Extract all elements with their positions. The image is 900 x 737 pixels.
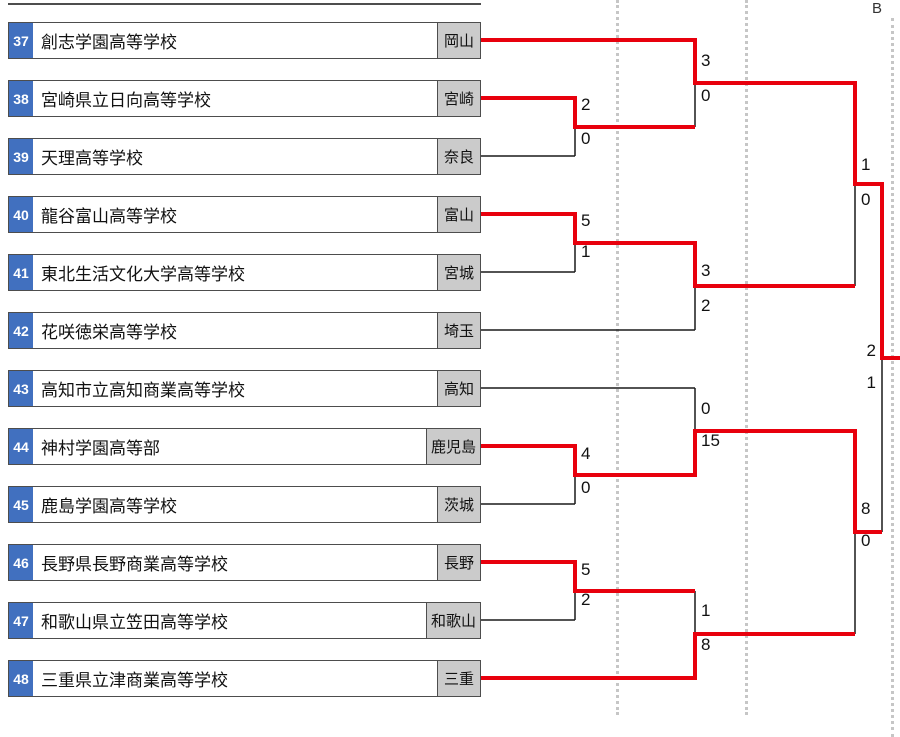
team-name: 神村学園高等部 <box>33 429 426 464</box>
round-separator <box>891 18 894 737</box>
prefecture-label: 岡山 <box>437 23 480 58</box>
previous-entry-edge <box>8 0 481 5</box>
prefecture-label: 宮城 <box>437 255 480 290</box>
block-label: B <box>872 0 883 17</box>
prefecture-label: 三重 <box>437 661 480 696</box>
seed-badge: 47 <box>9 603 33 638</box>
match-score: 5 <box>581 211 591 230</box>
seed-badge: 46 <box>9 545 33 580</box>
winner-lines <box>481 38 900 680</box>
match-score: 2 <box>866 341 876 360</box>
match-score: 0 <box>581 478 591 497</box>
match-score: 0 <box>861 190 871 209</box>
team-name: 龍谷富山高等学校 <box>33 197 437 232</box>
team-row: 41 東北生活文化大学高等学校 宮城 <box>8 254 481 291</box>
seed-badge: 42 <box>9 313 33 348</box>
seed-badge: 40 <box>9 197 33 232</box>
team-row: 48 三重県立津商業高等学校 三重 <box>8 660 481 697</box>
match-score: 2 <box>701 296 711 315</box>
match-score: 4 <box>581 444 591 463</box>
prefecture-label: 宮崎 <box>437 81 480 116</box>
round-separator <box>616 0 619 715</box>
team-name: 花咲徳栄高等学校 <box>33 313 437 348</box>
prefecture-label: 茨城 <box>437 487 480 522</box>
prefecture-label: 長野 <box>437 545 480 580</box>
match-score: 0 <box>861 531 871 550</box>
match-score: 8 <box>701 635 711 654</box>
loser-lines <box>481 39 900 679</box>
match-score: 1 <box>861 155 871 174</box>
match-score: 2 <box>581 95 591 114</box>
team-row: 42 花咲徳栄高等学校 埼玉 <box>8 312 481 349</box>
prefecture-label: 富山 <box>437 197 480 232</box>
team-name: 天理高等学校 <box>33 139 437 174</box>
match-score: 15 <box>701 431 720 450</box>
team-name: 三重県立津商業高等学校 <box>33 661 437 696</box>
match-score: 0 <box>581 129 591 148</box>
team-row: 46 長野県長野商業高等学校 長野 <box>8 544 481 581</box>
prefecture-label: 高知 <box>437 371 480 406</box>
seed-badge: 37 <box>9 23 33 58</box>
team-row: 45 鹿島学園高等学校 茨城 <box>8 486 481 523</box>
team-row: 44 神村学園高等部 鹿児島 <box>8 428 481 465</box>
team-row: 40 龍谷富山高等学校 富山 <box>8 196 481 233</box>
team-row: 47 和歌山県立笠田高等学校 和歌山 <box>8 602 481 639</box>
round-separator <box>745 0 748 715</box>
match-score: 1 <box>581 242 591 261</box>
team-name: 宮崎県立日向高等学校 <box>33 81 437 116</box>
seed-badge: 41 <box>9 255 33 290</box>
prefecture-label: 埼玉 <box>437 313 480 348</box>
team-name: 高知市立高知商業高等学校 <box>33 371 437 406</box>
prefecture-label: 奈良 <box>437 139 480 174</box>
seed-badge: 43 <box>9 371 33 406</box>
match-score: 1 <box>866 373 876 392</box>
seed-badge: 39 <box>9 139 33 174</box>
prefecture-label: 和歌山 <box>425 603 480 638</box>
team-name: 鹿島学園高等学校 <box>33 487 437 522</box>
match-score: 3 <box>701 51 711 70</box>
match-score: 1 <box>701 601 711 620</box>
team-row: 39 天理高等学校 奈良 <box>8 138 481 175</box>
match-score: 3 <box>701 261 711 280</box>
seed-badge: 48 <box>9 661 33 696</box>
match-score: 0 <box>701 86 711 105</box>
seed-badge: 44 <box>9 429 33 464</box>
team-row: 38 宮崎県立日向高等学校 宮崎 <box>8 80 481 117</box>
team-name: 創志学園高等学校 <box>33 23 437 58</box>
team-name: 東北生活文化大学高等学校 <box>33 255 437 290</box>
seed-badge: 38 <box>9 81 33 116</box>
match-score: 8 <box>861 499 871 518</box>
team-row: 37 創志学園高等学校 岡山 <box>8 22 481 59</box>
prefecture-label: 鹿児島 <box>425 429 480 464</box>
match-score: 2 <box>581 590 591 609</box>
match-score: 5 <box>581 560 591 579</box>
seed-badge: 45 <box>9 487 33 522</box>
match-score: 0 <box>701 399 711 418</box>
team-name: 長野県長野商業高等学校 <box>33 545 437 580</box>
team-row: 43 高知市立高知商業高等学校 高知 <box>8 370 481 407</box>
team-name: 和歌山県立笠田高等学校 <box>33 603 426 638</box>
